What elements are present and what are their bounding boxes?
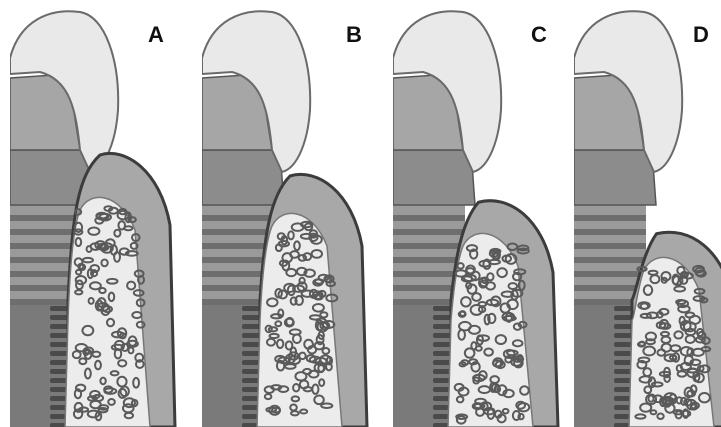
collar-ring xyxy=(393,257,465,263)
panel-a-illustration xyxy=(10,0,180,427)
collar-ring xyxy=(10,215,82,221)
panel-b-illustration xyxy=(202,0,372,427)
panel-label-c: C xyxy=(531,22,548,48)
abutment xyxy=(202,150,284,205)
collar-ring xyxy=(10,229,82,235)
collar-ring xyxy=(393,215,465,221)
panel-label-a: A xyxy=(148,22,165,48)
collar-ring xyxy=(574,271,646,277)
collar-ring xyxy=(574,243,646,249)
panel-d-illustration xyxy=(574,0,721,427)
collar-ring xyxy=(574,229,646,235)
panel-label-d: D xyxy=(693,22,710,48)
panel-c-illustration xyxy=(393,0,563,427)
collar-ring xyxy=(202,229,274,235)
collar-ring xyxy=(574,215,646,221)
collar-ring xyxy=(393,243,465,249)
collar-ring xyxy=(393,229,465,235)
abutment xyxy=(574,150,656,205)
collar-ring xyxy=(202,215,274,221)
panel-label-b: B xyxy=(346,22,363,48)
abutment xyxy=(393,150,475,205)
collar-ring xyxy=(574,257,646,263)
